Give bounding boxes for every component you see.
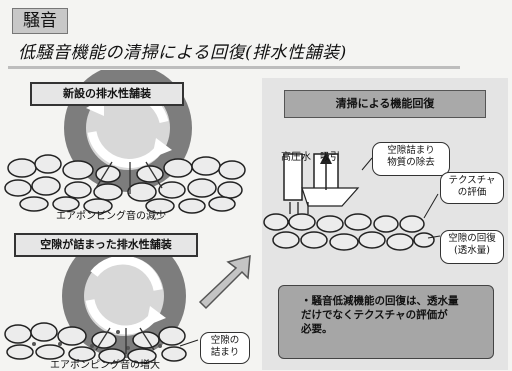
left-illustrations: [4, 70, 251, 364]
tire-icon-clogged: [62, 234, 186, 358]
aggregate-layer-clogged: [4, 322, 187, 364]
clogging-particles: [32, 330, 162, 350]
callout-void-clogging: 空隙の 詰まり: [200, 332, 250, 364]
label-clogged-pavement: 空隙が詰まった排水性舗装: [14, 233, 198, 257]
caption-noise-increase: エアポンピング音の増大: [50, 360, 160, 371]
caption-noise-decrease: エアポンピング音の減少: [56, 211, 166, 222]
airflow-arrows-clogged: [95, 327, 155, 354]
conclusion-note: ・騒音低減機能の回復は、透水量 だけでなくテクスチャの評価が 必要。: [278, 285, 494, 359]
water-flow-arrows: [289, 202, 309, 214]
aggregate-layer-new: [4, 154, 246, 214]
callout-removal: 空隙詰まり 物質の除去: [372, 142, 450, 176]
label-suction: 吸引: [320, 152, 340, 163]
right-panel-header: 清掃による機能回復: [284, 90, 486, 118]
page-title: 低騒音機能の清掃による回復(排水性舗装): [18, 43, 347, 63]
airflow-arrows-new: [95, 161, 163, 194]
pointer-removal: [361, 157, 373, 171]
callout-void-recovery: 空隙の回復 (透水量): [440, 230, 504, 264]
pointer-void: [427, 235, 441, 239]
label-new-pavement: 新設の排水性舗装: [30, 82, 184, 106]
suction-arrow-icon: [320, 152, 332, 190]
callout-pointer: [179, 339, 199, 347]
cleaning-illustration: [263, 152, 441, 251]
aggregate-layer-right: [263, 213, 435, 251]
big-arrow-icon: [198, 254, 251, 310]
label-high-pressure-water: 高圧水: [281, 152, 311, 163]
callout-texture: テクスチャ の評価: [440, 172, 504, 204]
pointer-texture: [423, 193, 439, 219]
conclusion-text: ・騒音低減機能の回復は、透水量 だけでなくテクスチャの評価が 必要。: [301, 295, 459, 335]
section-tag: 騒音: [12, 8, 68, 34]
title-divider: [8, 66, 460, 69]
